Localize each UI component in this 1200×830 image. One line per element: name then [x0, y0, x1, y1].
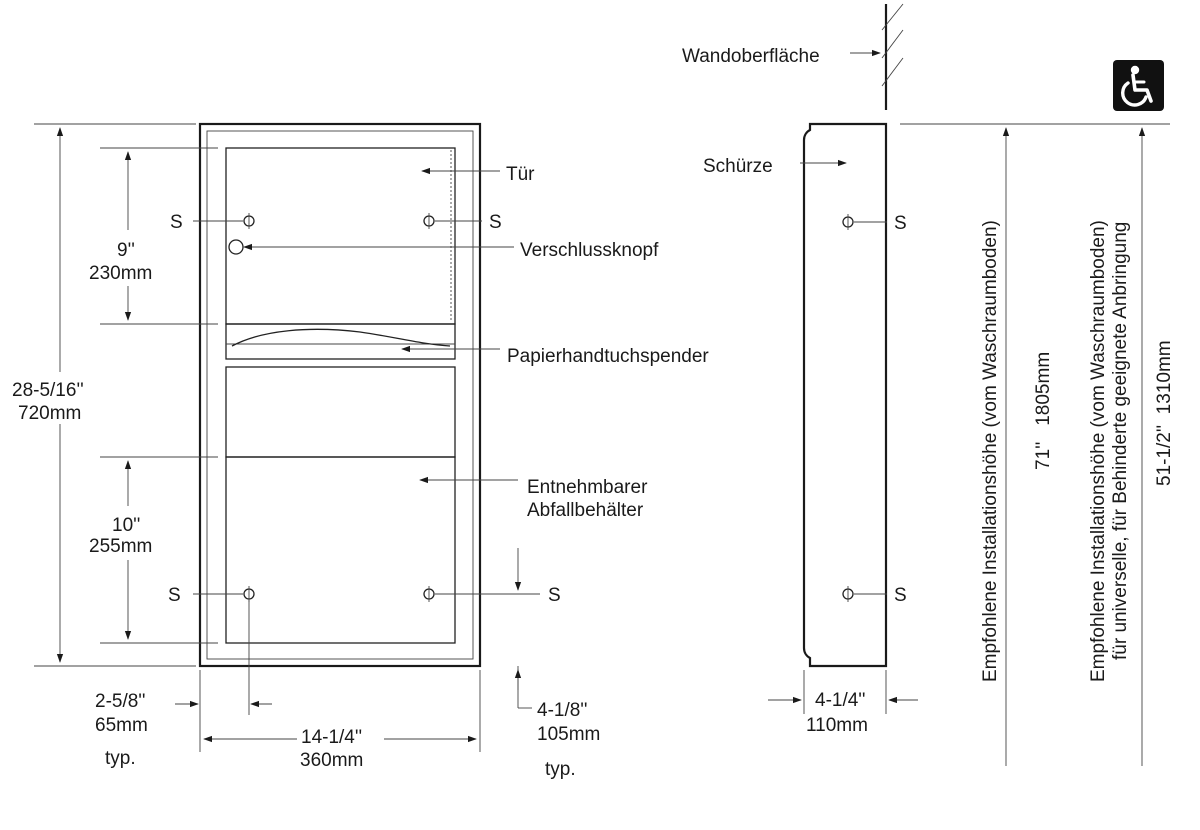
side-screw-label-bottom: S	[894, 585, 907, 606]
side-profile	[802, 122, 888, 668]
upper-spacing-inch: 9''	[117, 240, 135, 261]
apron-label: Schürze	[703, 156, 773, 177]
standard-height-value: 71'' 1805mm	[1033, 352, 1054, 470]
height-total-mm: 720mm	[18, 403, 81, 424]
middle-panel	[225, 366, 456, 458]
waste-bin	[225, 456, 456, 644]
waste-bin-label-1: Entnehmbarer	[527, 477, 648, 498]
right-offset-note: typ.	[545, 759, 576, 780]
screw-label-bl: S	[168, 585, 181, 606]
accessible-height-label-2: für universelle, für Behinderte geeignet…	[1110, 222, 1131, 660]
outer-frame	[198, 122, 482, 668]
dispenser-opening	[231, 328, 451, 347]
lower-spacing-mm: 255mm	[89, 536, 152, 557]
front-view: S S S S Tür Verschlussknopf Papierhandtu…	[168, 122, 709, 668]
door-label: Tür	[506, 164, 535, 185]
left-offset-note: typ.	[105, 748, 136, 769]
width-inch: 14-1/4''	[301, 727, 362, 748]
screw-label-tr: S	[489, 212, 502, 233]
accessible-height-value: 51-1/2'' 1310mm	[1154, 340, 1175, 486]
side-screw-label-top: S	[894, 213, 907, 234]
accessible-height-label-1: Empfohlene Installationshöhe (vom Waschr…	[1088, 220, 1109, 682]
wheelchair-icon	[1113, 60, 1164, 111]
left-offset-inch: 2-5/8''	[95, 691, 146, 712]
installation-heights: Empfohlene Installationshöhe (vom Waschr…	[980, 127, 1175, 766]
door-panel	[225, 147, 456, 325]
inner-frame	[206, 130, 474, 660]
side-view: Wandoberfläche Schürze S S 4-1/4'' 110mm	[682, 3, 1170, 736]
standard-height-label: Empfohlene Installationshöhe (vom Waschr…	[980, 220, 1001, 682]
dispenser-body	[225, 323, 456, 360]
lock-knob-label: Verschlussknopf	[520, 240, 659, 261]
lock-knob	[228, 239, 244, 255]
right-offset-inch: 4-1/8''	[537, 700, 588, 721]
width-mm: 360mm	[300, 750, 363, 771]
depth-inch: 4-1/4''	[815, 690, 866, 711]
screw-label-tl: S	[170, 212, 183, 233]
height-total-inch: 28-5/16''	[12, 380, 84, 401]
screw-label-br: S	[548, 585, 561, 606]
towel-dispenser-label: Papierhandtuchspender	[507, 346, 709, 367]
right-offset-mm: 105mm	[537, 724, 600, 745]
depth-mm: 110mm	[806, 715, 868, 736]
left-offset-mm: 65mm	[95, 715, 148, 736]
waste-bin-label-2: Abfallbehälter	[527, 500, 644, 521]
lower-spacing-inch: 10''	[112, 515, 140, 536]
upper-spacing-mm: 230mm	[89, 263, 152, 284]
front-dimensions: 28-5/16'' 720mm 9'' 230mm 10'' 255mm 2-5…	[12, 123, 600, 780]
wall-surface-label: Wandoberfläche	[682, 46, 820, 67]
